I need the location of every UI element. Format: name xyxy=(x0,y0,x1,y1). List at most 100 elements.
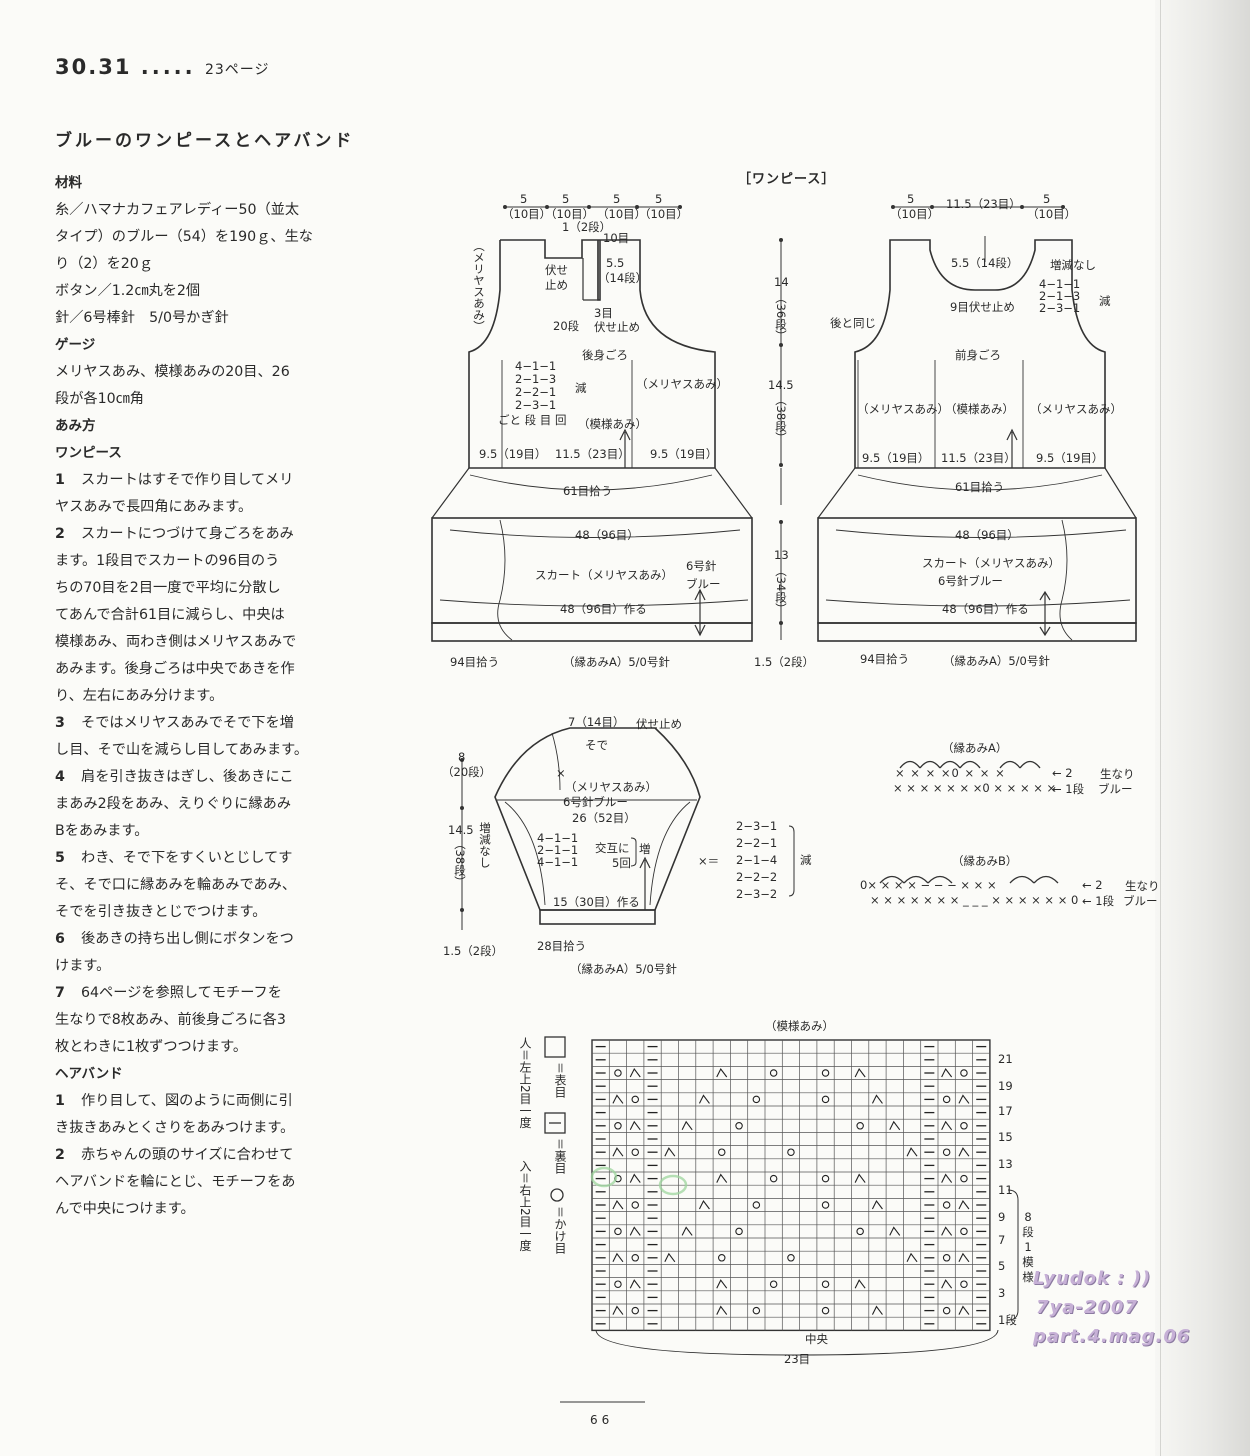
front-body-label: 前身ごろ xyxy=(955,348,1001,362)
step-line: Bをあみます。 xyxy=(55,818,340,845)
step-line: そ、そで口に縁あみを輪あみであみ、 xyxy=(55,872,340,899)
front-same-as-back: 後と同じ xyxy=(830,316,876,330)
chart-row-number: 1段 xyxy=(998,1313,1017,1327)
decrease-symbol xyxy=(854,1067,866,1078)
front-pickup-94: 94目拾う xyxy=(860,652,910,666)
yarn-over-symbol xyxy=(631,1201,639,1209)
decrease-symbol xyxy=(612,1147,624,1157)
step-number: 1 xyxy=(55,1093,65,1109)
step-text: あみます。後身ごろは中央であきを作 xyxy=(55,661,295,677)
step-text: ヘアバンドを輪にとじ、モチーフをあ xyxy=(55,1174,296,1190)
yarn-over-symbol xyxy=(960,1227,968,1236)
back-decrease-table: 4−1−1 2−1−3 2−2−1 2−3−1 xyxy=(515,360,556,412)
decrease-symbol xyxy=(612,1199,624,1210)
front-edge-a: （縁あみA）5/0号針 xyxy=(943,654,1050,668)
step-line: 1 作り目して、図のように両側に引 xyxy=(55,1088,340,1115)
legend-purl: ＝裏目 xyxy=(553,1138,567,1175)
step-line: けます。 xyxy=(55,953,340,980)
edge-a-row1-label: ← 1段 xyxy=(1052,782,1085,796)
step-text: き抜きあみとくさりをあみつけます。 xyxy=(55,1120,295,1136)
back-opening-depth: 5.5 xyxy=(606,256,625,270)
yarn-over-symbol xyxy=(787,1148,795,1156)
decrease-symbol xyxy=(889,1226,901,1236)
legend-knit-box xyxy=(544,1036,566,1058)
yarn-over-symbol xyxy=(942,1254,951,1262)
decrease-symbol xyxy=(889,1120,901,1131)
step-line: き抜きあみとくさりをあみつけます。 xyxy=(55,1115,340,1142)
dec-row: 2−1−4 xyxy=(736,853,778,867)
decrease-symbol xyxy=(664,1147,676,1157)
step-line: 生なりで8枚あみ、前後身ごろに各3 xyxy=(55,1007,340,1034)
decrease-symbol xyxy=(716,1173,728,1183)
step-text: Bをあみます。 xyxy=(55,823,149,839)
decrease-symbol xyxy=(612,1252,624,1263)
step-text: ちの70目を2目一度で平均に分散し xyxy=(55,580,281,596)
step-line: ヤスあみで長四角にあみます。 xyxy=(55,494,340,521)
sleeve-stockinette: （メリヤスあみ） xyxy=(565,780,657,794)
step-text: 模様あみ、両わき側はメリヤスあみで xyxy=(55,634,297,650)
front-cast-on: 48（96目）作る xyxy=(942,602,1029,616)
edge-a-title: （縁あみA） xyxy=(942,741,1008,755)
sleeve-bindoff: 伏せ止め xyxy=(636,717,682,731)
yarn-over-symbol xyxy=(752,1306,761,1315)
back-skirt-width: 48（96目） xyxy=(575,528,639,542)
legend-ssk: 入＝右上2目一度 xyxy=(518,1160,532,1252)
dim-38-rows: （38段） xyxy=(774,394,788,444)
decrease-symbol xyxy=(958,1094,970,1104)
yarn-over-symbol xyxy=(821,1069,830,1077)
method-heading: あみ方 xyxy=(55,418,96,434)
back-pickup-94: 94目拾う xyxy=(450,655,500,669)
sleeve-increase-table: 4−1−1 2−1−1 4−1−1 xyxy=(537,832,578,868)
inc-row: 4−1−1 xyxy=(537,855,579,869)
step-text: けます。 xyxy=(55,958,111,974)
yarn-over-symbol xyxy=(960,1280,968,1288)
back-10-stitch: 10目 xyxy=(603,231,630,245)
yarn-over-symbol xyxy=(717,1254,726,1262)
back-stockinette-vertical: （メリヤスあみ） xyxy=(472,240,486,332)
step-text: わき、そで下をすくいとじしてす xyxy=(81,850,293,866)
yarn-over-symbol xyxy=(631,1254,639,1262)
decrease-symbol xyxy=(941,1067,953,1078)
dim-1-5: 1.5（2段） xyxy=(754,655,815,669)
chart-repeat-label: 8 段 1 模 様 xyxy=(1021,1210,1035,1285)
back-3-stitch: 3目 xyxy=(594,306,613,320)
sleeve-cap-height: 8 xyxy=(458,750,466,764)
dec-row: 4−1−1 xyxy=(515,359,557,373)
front-top-dim: 5 xyxy=(1043,192,1051,206)
sleeve-length: 14.5 xyxy=(448,823,474,837)
front-bottom-dim: 9.5（19目） xyxy=(1036,451,1104,465)
back-yarn-color: ブルー xyxy=(686,577,721,591)
sleeve-pickup-28: 28目拾う xyxy=(537,939,587,953)
decrease-symbol xyxy=(629,1173,641,1183)
dress-section-title: ［ワンピース］ xyxy=(738,172,836,187)
sleeve-5-times: 5回 xyxy=(612,856,631,870)
edge-a-stitch-arcs xyxy=(899,760,1041,769)
sleeve-cap-rows: （20段） xyxy=(442,765,492,779)
back-skirt-flare xyxy=(431,467,753,519)
back-bindoff: 伏せ xyxy=(545,263,568,277)
step-number: 4 xyxy=(55,769,65,785)
edge-b-title: （縁あみB） xyxy=(952,854,1018,868)
back-dan-label: 1（2段） xyxy=(562,220,612,234)
step-text: 作り目して、図のように両側に引 xyxy=(81,1093,293,1109)
back-bottom-dim: 11.5（23目） xyxy=(555,447,630,461)
yarn-over-symbol xyxy=(752,1201,761,1209)
step-line: 模様あみ、両わき側はメリヤスあみで xyxy=(55,629,340,656)
sleeve-needle: 6号針ブルー xyxy=(563,795,628,809)
back-pattern-label: （模様あみ） xyxy=(578,417,647,431)
repeat-char: 1 xyxy=(1024,1240,1032,1254)
step-number: 7 xyxy=(55,985,65,1001)
sleeve-decrease-table: 2−3−1 2−2−1 2−1−4 2−2−2 2−3−2 xyxy=(736,818,777,903)
sleeve-alternate: 交互に xyxy=(595,841,630,855)
decrease-symbol xyxy=(681,1120,693,1131)
yarn-over-symbol xyxy=(614,1280,622,1288)
sleeve-increase-word: 増 xyxy=(639,842,651,856)
instructions-column: 材料 糸／ハマナカフェアレディー50（並太 タイプ）のブルー（54）を190ｇ、… xyxy=(55,170,340,1223)
yarn-over-symbol xyxy=(856,1122,864,1130)
